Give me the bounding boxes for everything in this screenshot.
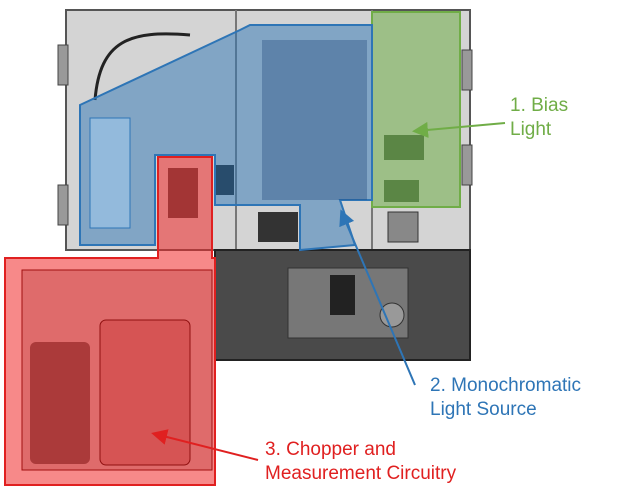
chopper-label-line2: Measurement Circuitry	[265, 463, 457, 484]
bias-light-label: 1. Bias Light	[510, 94, 568, 142]
mono-source-label: 2. Monochromatic Light Source	[430, 374, 581, 422]
chopper-arrow	[151, 429, 259, 461]
bias-light-label-line2: Light	[510, 119, 552, 140]
mono-source-label-line2: Light Source	[430, 399, 537, 420]
bias-light-arrow	[412, 121, 506, 138]
bias-light-label-line1: 1. Bias	[510, 95, 569, 116]
mono-source-label-line1: 2. Monochromatic	[430, 375, 582, 396]
bias-light-region	[371, 11, 461, 208]
chopper-label: 3. Chopper and Measurement Circuitry	[265, 438, 456, 486]
chopper-label-line1: 3. Chopper and	[265, 439, 396, 460]
mono-source-arrow	[339, 209, 416, 386]
monochromatic-source-region	[79, 24, 373, 252]
